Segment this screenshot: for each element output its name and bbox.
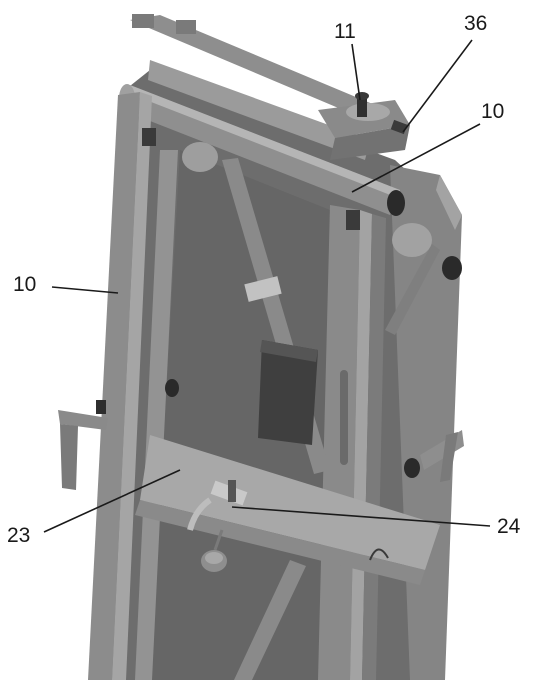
callout-36-leader	[402, 39, 473, 133]
right-diagonal-brace	[385, 244, 440, 335]
callout-24-label: 24	[497, 515, 521, 538]
left-rail	[135, 150, 178, 680]
machine-frame	[58, 14, 464, 680]
callout-11-label: 11	[334, 20, 356, 43]
bracket-left-top	[142, 128, 156, 146]
callout-23-label: 23	[7, 524, 30, 547]
callout-10-left-label: 10	[13, 273, 36, 296]
hanging-knob	[201, 529, 227, 572]
knob-lower-right-black	[404, 458, 420, 478]
knob-upper-right	[392, 223, 432, 257]
callout-10-top-leader	[351, 123, 481, 193]
right-handle	[420, 430, 464, 482]
callouts: 11 36 10 10 23 24	[7, 12, 521, 547]
hanging-pad	[258, 340, 318, 445]
callout-10-left-leader	[51, 286, 119, 294]
platform	[135, 435, 440, 585]
bracket-right-top	[346, 210, 360, 230]
top-crossbar-face	[148, 60, 370, 160]
top-bracket-mid	[176, 20, 196, 34]
knob-left-black	[165, 379, 179, 397]
platform-clip	[369, 548, 389, 561]
strut-clip	[244, 276, 282, 302]
top-crossbar	[130, 15, 375, 115]
clamp-block	[318, 92, 410, 160]
callout-36-label: 36	[464, 12, 487, 35]
knob-right-black	[442, 256, 462, 280]
right-side-edge	[436, 175, 462, 230]
top-bracket-left	[132, 14, 154, 28]
callout-11-leader	[351, 43, 361, 101]
callout-23-leader	[43, 469, 181, 533]
callout-24-leader	[231, 506, 491, 527]
left-post-inner	[112, 92, 152, 680]
left-handle	[58, 400, 108, 490]
post-slot	[340, 370, 348, 465]
knob-upper-left	[182, 142, 218, 172]
left-post-outer	[88, 92, 140, 680]
lever-assembly	[187, 480, 248, 531]
hanging-pad-top	[260, 340, 318, 362]
callout-10-top-label: 10	[481, 100, 504, 123]
diagonal-strut-lower	[234, 560, 306, 680]
